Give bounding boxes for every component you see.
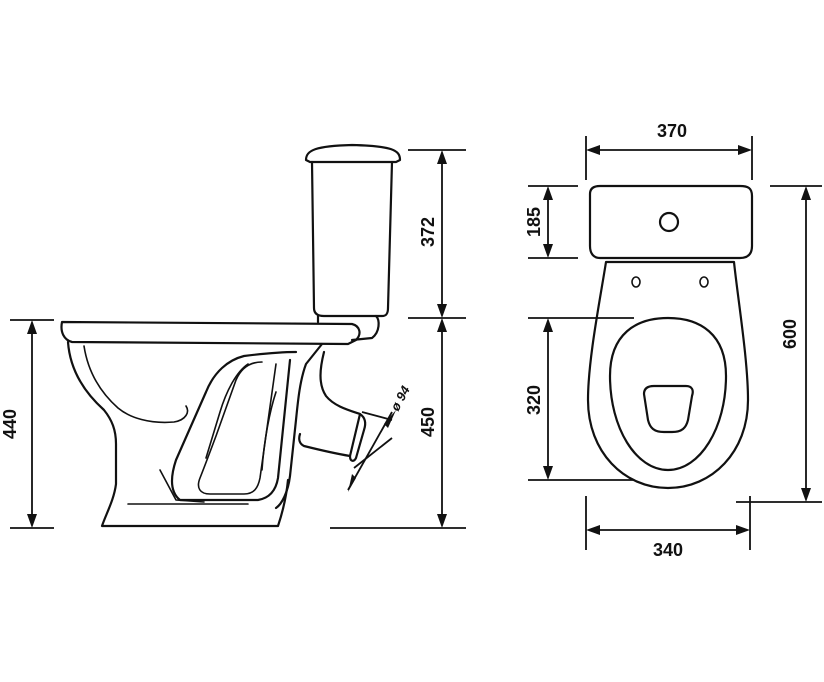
dim-185-arrow-top: [543, 186, 553, 200]
trap-inner: [197, 361, 277, 495]
dim-320-arrow-bottom: [543, 466, 553, 480]
dim-340-arrow-left: [586, 525, 600, 535]
dim-450-arrow-top: [437, 318, 447, 332]
bowl-water: [642, 384, 694, 434]
tank-body: [310, 160, 394, 318]
trap-outer: [274, 342, 324, 510]
top-view: 370 185 320 600 340: [524, 121, 822, 560]
dim-320-label: 320: [524, 385, 544, 415]
seat-outline: [586, 260, 750, 490]
dim-370-arrow-left: [586, 145, 600, 155]
dim-372-arrow-top: [437, 150, 447, 164]
flush-button: [658, 211, 680, 233]
seat-inner: [608, 316, 728, 472]
dim-440-arrow-top: [27, 320, 37, 334]
trap-base: [159, 469, 205, 503]
dim-440-label: 440: [0, 409, 20, 439]
trap-channel: [170, 350, 298, 502]
dim-440-arrow-bottom: [27, 514, 37, 528]
tank-connector: [316, 314, 380, 342]
dim-372-arrow-bottom: [437, 304, 447, 318]
bowl-inner: [83, 345, 189, 424]
dim-600-arrow-top: [801, 186, 811, 200]
dim-370-label: 370: [657, 121, 687, 141]
dim-340-label: 340: [653, 540, 683, 560]
diameter-arrow-top: [384, 410, 396, 428]
dim-185-label: 185: [524, 207, 544, 237]
bowl-rim: [60, 320, 361, 346]
hinge-hole-right: [699, 276, 709, 288]
diameter-arrow-bottom: [348, 474, 356, 492]
dim-600-arrow-bottom: [801, 488, 811, 502]
dim-600-label: 600: [780, 319, 800, 349]
outlet-diameter-ext1: [353, 437, 393, 469]
dim-340-arrow-right: [736, 525, 750, 535]
outlet-diameter-line: [347, 411, 393, 491]
dim-370-arrow-right: [738, 145, 752, 155]
dim-372-label: 372: [418, 217, 438, 247]
dim-450-arrow-bottom: [437, 514, 447, 528]
dim-320-arrow-top: [543, 318, 553, 332]
hinge-hole-left: [631, 276, 641, 288]
side-view: ø 94 440 372 450: [0, 143, 466, 529]
outlet-end: [348, 412, 367, 462]
outlet-diameter-label: ø 94: [387, 383, 413, 414]
dim-450-label: 450: [418, 407, 438, 437]
tank-lid: [304, 143, 402, 164]
dim-185-arrow-bottom: [543, 244, 553, 258]
outlet-spigot: [298, 350, 362, 458]
bowl-front: [66, 340, 290, 528]
outlet-diameter-ext2: [361, 411, 393, 421]
trap-inner-2: [205, 363, 277, 471]
tank-top: [588, 184, 754, 260]
